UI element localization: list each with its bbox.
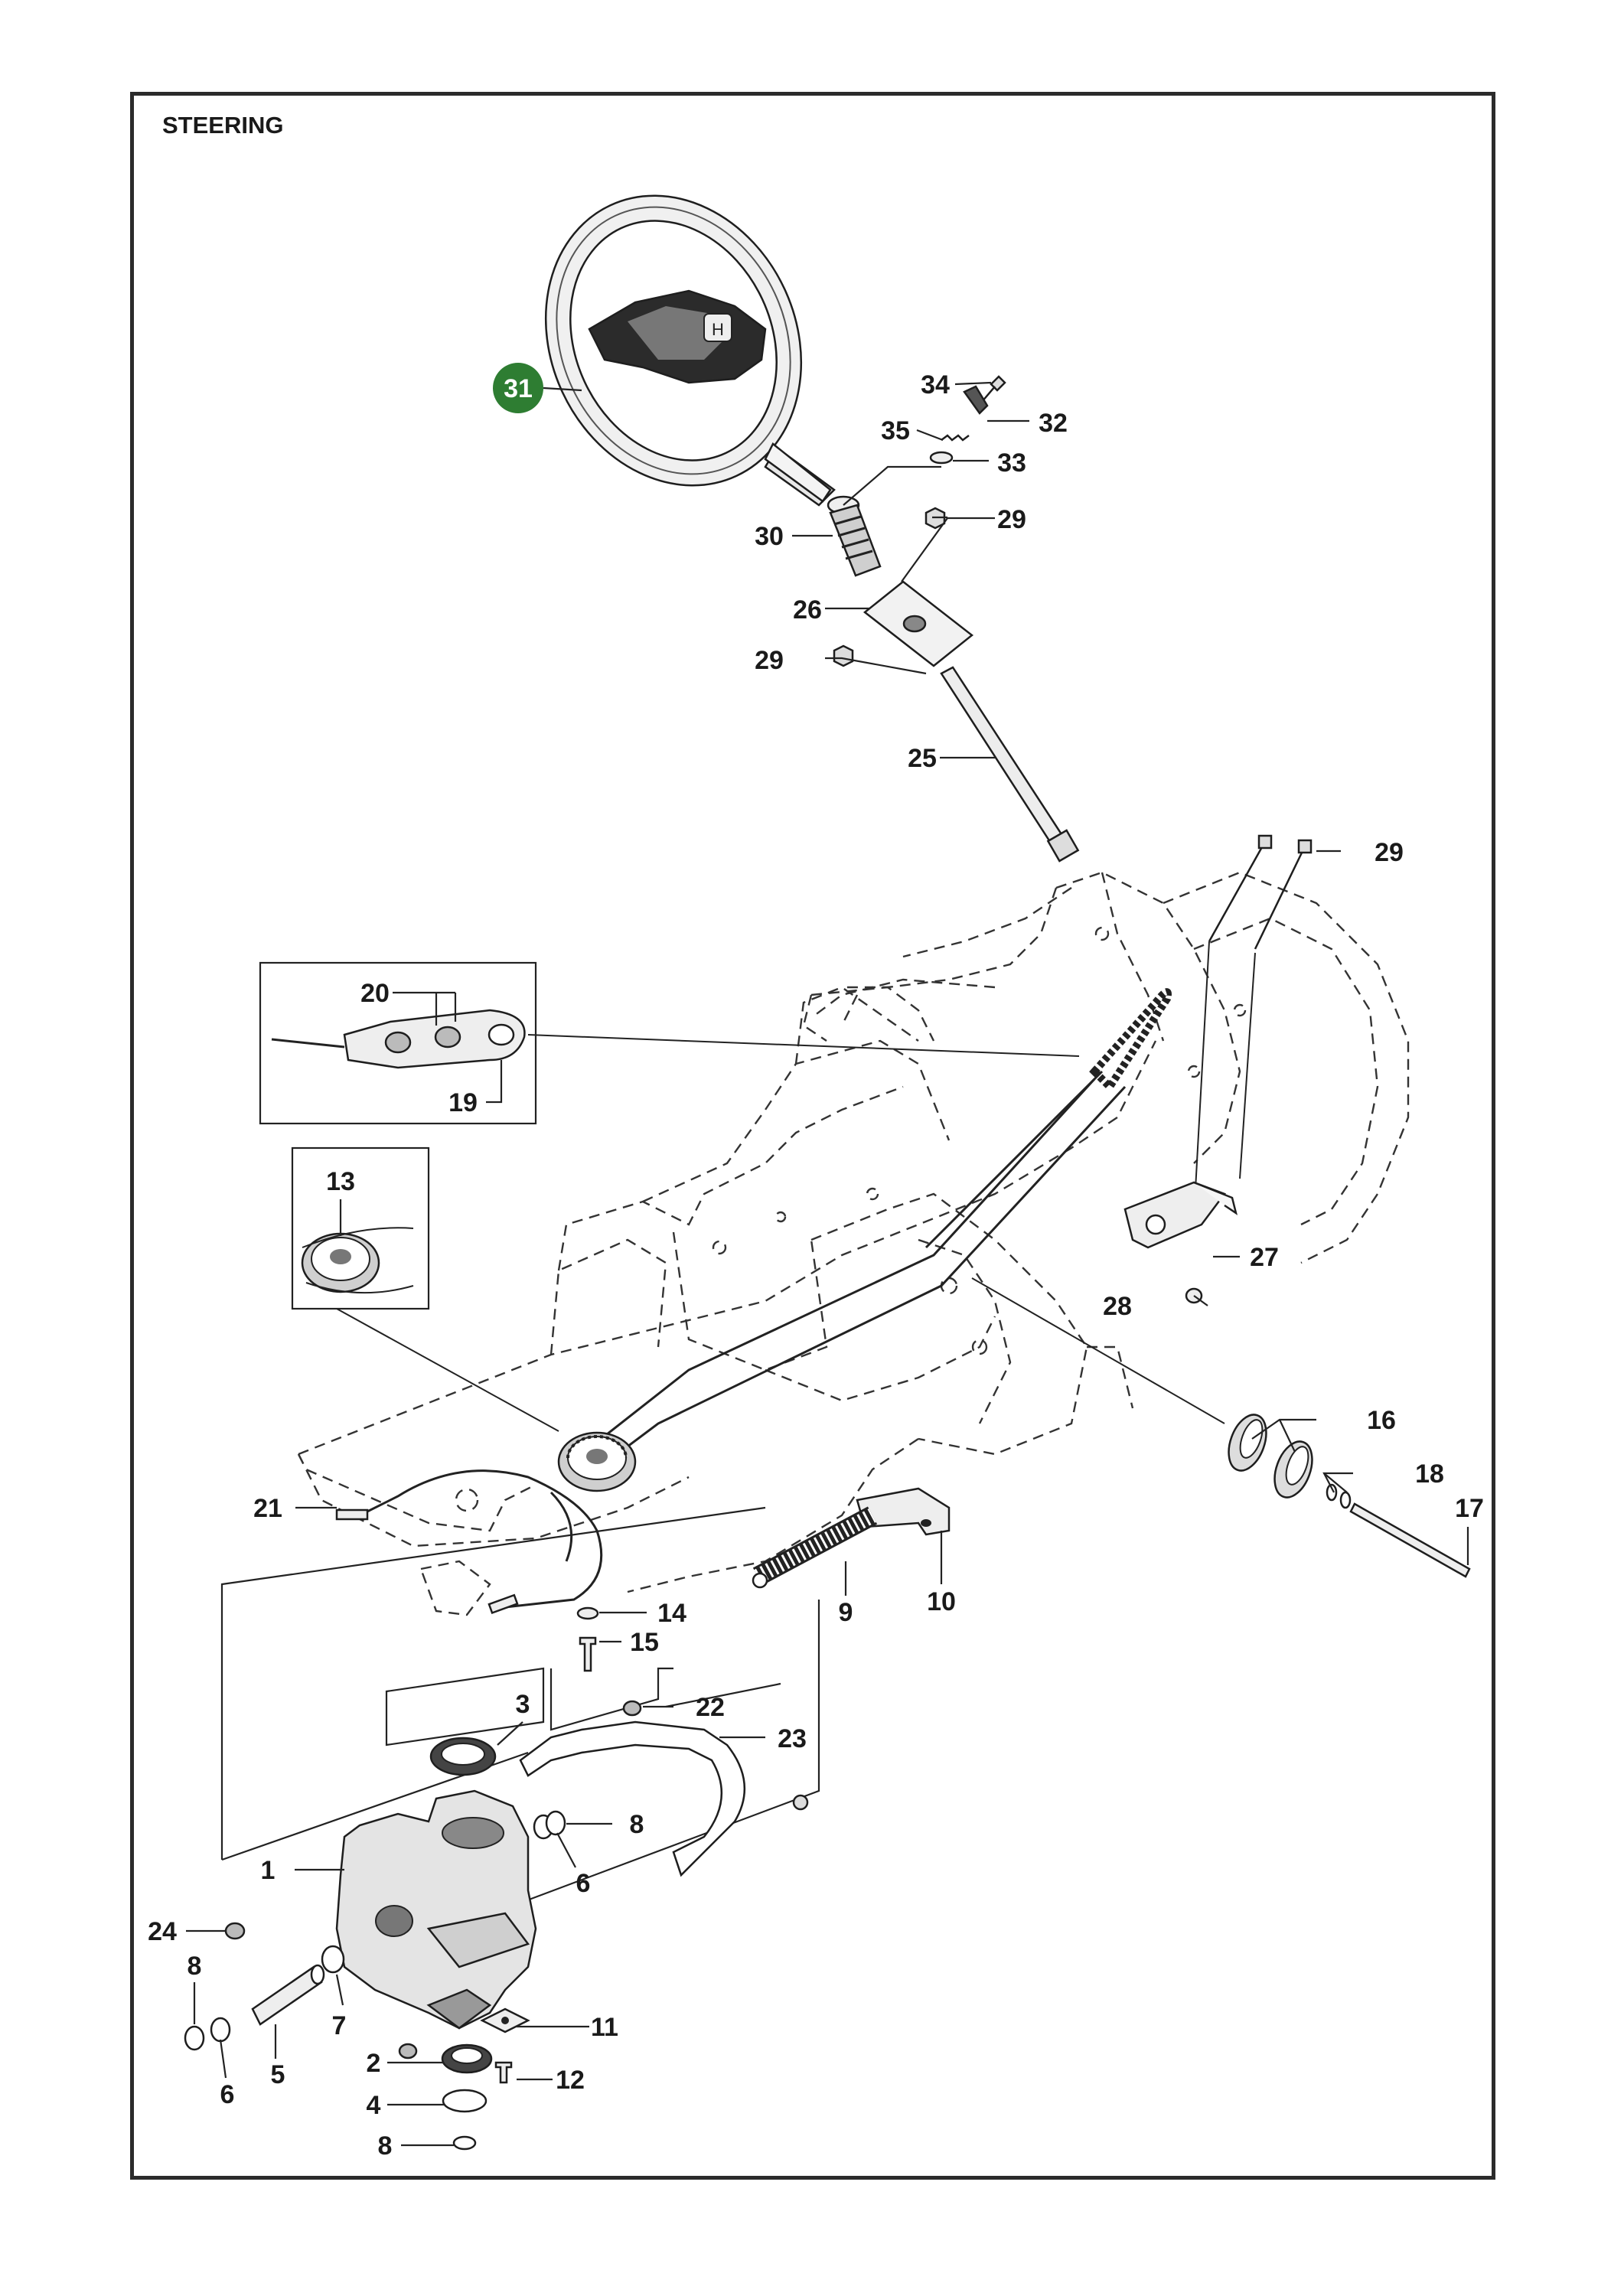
callout-12: 12: [556, 2066, 585, 2095]
steering-chain-and-cables: [335, 988, 1172, 1615]
steering-arm-and-spring: [419, 1487, 951, 1672]
callout-15: 15: [630, 1628, 659, 1657]
callout-23: 23: [778, 1724, 807, 1753]
callout-13: 13: [326, 1167, 355, 1196]
callout-20: 20: [360, 979, 390, 1008]
callout-11: 11: [591, 2013, 618, 2042]
callout-29-right: 29: [1375, 838, 1404, 867]
brand-logo-icon: H: [712, 320, 724, 339]
callout-8-left: 8: [188, 1952, 202, 1981]
callout-6-upper: 6: [576, 1869, 591, 1898]
detail-box-pulley: [291, 1146, 559, 1432]
callout-8-bottom: 8: [378, 2131, 393, 2161]
callout-31-highlight[interactable]: 31: [493, 363, 543, 413]
callout-34: 34: [921, 370, 950, 400]
callout-19: 19: [448, 1088, 478, 1117]
callout-6-lower: 6: [220, 2080, 235, 2109]
callout-9: 9: [839, 1598, 853, 1627]
steering-sector-gears: [971, 1277, 1471, 1578]
callout-30: 30: [755, 522, 784, 551]
steering-wheel: H: [544, 194, 836, 507]
diagram-frame: [130, 92, 1495, 2180]
callout-28: 28: [1103, 1292, 1132, 1321]
callout-25: 25: [908, 744, 937, 773]
callout-29-top: 29: [997, 505, 1026, 534]
callout-27: 27: [1250, 1243, 1279, 1272]
page-title: STEERING: [162, 112, 284, 139]
callout-3: 3: [516, 1690, 530, 1719]
callout-22: 22: [696, 1693, 725, 1722]
callout-2: 2: [367, 2049, 381, 2078]
callout-4: 4: [367, 2091, 381, 2120]
callout-18: 18: [1415, 1459, 1444, 1489]
column-bracket: [1123, 941, 1256, 1304]
callout-29-mid: 29: [755, 646, 784, 675]
callout-21: 21: [253, 1494, 282, 1523]
callout-33: 33: [997, 448, 1026, 478]
callout-7: 7: [332, 2011, 347, 2040]
callout-26: 26: [793, 595, 822, 625]
steering-gear-housing: [184, 1506, 820, 2151]
callout-24: 24: [148, 1917, 177, 1946]
detail-box-chain-link: [259, 961, 1080, 1125]
leader-lines: [186, 381, 1469, 2147]
callout-14: 14: [657, 1599, 686, 1628]
callout-31-label: 31: [504, 374, 533, 403]
callout-1: 1: [261, 1856, 276, 1885]
callout-10: 10: [927, 1587, 956, 1616]
callout-5: 5: [271, 2060, 285, 2089]
callout-8-upper: 8: [630, 1810, 644, 1839]
callout-32: 32: [1039, 409, 1068, 438]
callout-labels: 34 32 35 33 30 29 26 29 25 29 20 19 13 2…: [148, 370, 1484, 2161]
callout-16: 16: [1367, 1406, 1396, 1435]
callout-17: 17: [1455, 1494, 1484, 1523]
callout-35: 35: [881, 416, 910, 445]
steering-column-parts: [827, 375, 1313, 950]
